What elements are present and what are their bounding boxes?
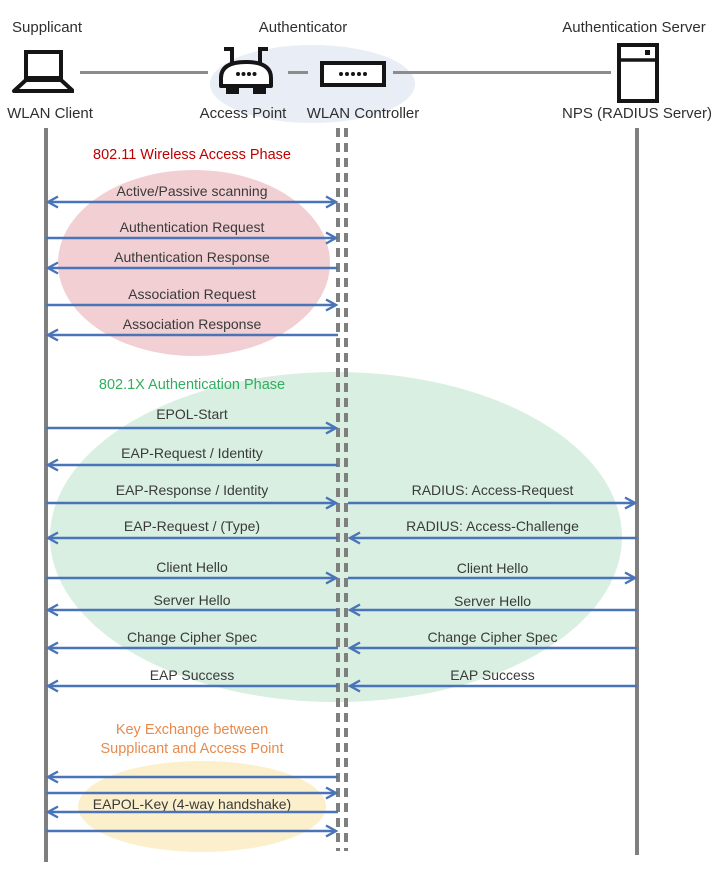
message-arrow-right: [46, 786, 339, 800]
message-label: EAP Success: [450, 667, 535, 683]
message-arrow-right: [46, 496, 339, 510]
link-controller-server: [393, 71, 611, 74]
message-arrow-left: [45, 603, 338, 617]
message-label: Authentication Response: [114, 249, 270, 265]
message-arrow-left: [45, 531, 338, 545]
wlan-controller-icon: [320, 61, 386, 87]
message-arrow-right: [348, 571, 638, 585]
message-arrow-right: [348, 496, 638, 510]
message-arrow-left: [45, 328, 338, 342]
message-arrow-left: [347, 531, 637, 545]
lifeline-nps-server: [635, 128, 639, 855]
message-label: EAP-Request / (Type): [123, 518, 261, 534]
lifeline-wlan-client: [44, 128, 48, 862]
role-label-supplicant: Supplicant: [12, 19, 83, 36]
message-arrow-left: [45, 679, 338, 693]
node-label-wlan-controller: WLAN Controller: [306, 105, 420, 122]
message-arrow-right: [46, 571, 339, 585]
link-ap-controller: [288, 71, 308, 74]
message-arrow-right: [46, 298, 339, 312]
message-arrow-left: [45, 805, 338, 819]
message-arrow-right: [46, 824, 339, 838]
message-label: Server Hello: [153, 592, 231, 608]
message-label: EAP-Request / Identity: [121, 445, 263, 461]
message-arrow-left: [347, 603, 637, 617]
phase1-title: 802.11 Wireless Access Phase: [93, 147, 291, 163]
message-arrow-left: [347, 641, 637, 655]
message-arrow-left: [45, 770, 338, 784]
message-label: EAP-Response / Identity: [115, 482, 269, 498]
message-label: Client Hello: [156, 559, 228, 575]
phase2-title: 802.1X Authentication Phase: [98, 377, 286, 393]
message-arrow-left: [45, 458, 338, 472]
message-arrow-left: [45, 641, 338, 655]
message-label: Client Hello: [456, 560, 529, 576]
laptop-icon: [12, 50, 74, 93]
message-label: RADIUS: Access-Request: [411, 482, 574, 498]
message-label: EAP Success: [149, 667, 235, 683]
message-label: Server Hello: [453, 593, 532, 609]
message-label: Change Cipher Spec: [127, 629, 257, 645]
server-icon: [617, 43, 659, 103]
message-label: EAPOL-Key (4-way handshake): [92, 796, 292, 812]
message-arrow-both: [45, 195, 339, 209]
message-label: Change Cipher Spec: [427, 629, 558, 645]
role-label-authentication-server: Authentication Server: [562, 19, 706, 36]
message-label: Association Request: [128, 286, 256, 302]
lifeline-controller-right: [344, 128, 348, 851]
message-arrow-left: [347, 679, 637, 693]
message-label: Active/Passive scanning: [116, 183, 268, 199]
message-label: EPOL-Start: [156, 406, 228, 422]
node-label-access-point: Access Point: [199, 105, 287, 122]
message-arrow-left: [45, 261, 338, 275]
message-label: Association Response: [122, 316, 262, 332]
node-label-nps-radius: NPS (RADIUS Server): [561, 105, 713, 122]
link-client-ap: [80, 71, 208, 74]
message-label: Authentication Request: [119, 219, 265, 235]
lifeline-controller-left: [336, 128, 340, 851]
node-label-wlan-client: WLAN Client: [7, 105, 93, 122]
role-label-authenticator: Authenticator: [258, 19, 348, 36]
phase3-title: Key Exchange between Supplicant and Acce…: [100, 722, 284, 757]
message-label: RADIUS: Access-Challenge: [406, 518, 579, 534]
access-point-icon: [219, 47, 273, 94]
message-arrow-right: [46, 421, 339, 435]
message-arrow-right: [46, 231, 339, 245]
